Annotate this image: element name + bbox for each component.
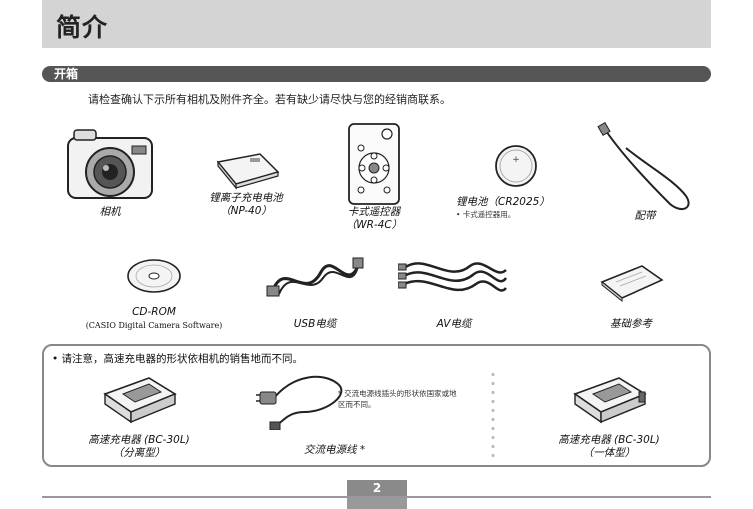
item-basic-reference-label: 基础参考	[610, 318, 652, 330]
item-cdrom-label: CD-ROM	[132, 306, 176, 318]
camera-icon	[67, 129, 153, 199]
item-remote-label: 卡式遥控器	[347, 206, 401, 218]
power-cord-footnote: * 交流电源线插头的形状依国家或地区而不同。	[338, 389, 457, 409]
item-coin-battery-note: • 卡式遥控器用。	[456, 210, 516, 219]
item-basic-reference: 基础参考	[586, 262, 676, 331]
page-number: 2	[372, 481, 382, 495]
battery-icon	[216, 153, 280, 190]
item-coin-battery: + 锂电池（CR2025） • 卡式遥控器用。	[456, 142, 576, 220]
section-bar: 开箱	[42, 66, 711, 82]
item-strap: 配带	[590, 122, 700, 223]
charger-separate: 高速充电器 (BC-30L) （分离型）	[74, 372, 204, 460]
svg-text:+: +	[512, 155, 520, 165]
charger-note-box: • 请注意，高速充电器的形状依相机的销售地而不同。 高速充电器 (BC-30L)…	[42, 344, 711, 467]
power-cord-icon	[256, 375, 343, 430]
divider-dots	[491, 370, 495, 460]
cd-icon	[127, 259, 181, 293]
item-strap-label: 配带	[634, 210, 656, 222]
item-battery: 锂离子充电电池 （NP-40）	[196, 150, 296, 218]
item-remote-model: （WR-4C）	[345, 219, 403, 231]
item-cdrom-sub: (CASIO Digital Camera Software)	[85, 321, 223, 330]
usb-cable-icon	[266, 257, 364, 297]
power-cord: * 交流电源线插头的形状依国家或地区而不同。 交流电源线 *	[244, 370, 457, 457]
item-av-cable-label: AV电缆	[436, 318, 472, 330]
strap-icon	[597, 122, 690, 211]
item-battery-model: （NP-40）	[220, 205, 272, 217]
charger-integrated-icon	[573, 377, 647, 424]
intro-text: 请检查确认下示所有相机及附件齐全。若有缺少请尽快与您的经销商联系。	[88, 93, 451, 106]
charger-integrated-label: 高速充电器 (BC-30L)	[558, 434, 660, 446]
booklet-icon	[600, 265, 664, 302]
charger-icon	[103, 377, 177, 424]
item-coin-battery-label: 锂电池（CR2025）	[456, 196, 550, 208]
page-title: 简介	[56, 13, 109, 42]
charger-note: • 请注意，高速充电器的形状依相机的销售地而不同。	[52, 353, 304, 365]
item-cdrom: CD-ROM (CASIO Digital Camera Software)	[74, 256, 234, 332]
header-band: 简介	[42, 0, 711, 48]
power-cord-label: 交流电源线 *	[304, 444, 366, 456]
charger-integrated-type: （一体型）	[582, 447, 636, 459]
charger-separate-type: （分离型）	[112, 447, 166, 459]
item-camera-label: 相机	[99, 206, 121, 218]
item-usb-cable-label: USB电缆	[293, 318, 337, 330]
item-camera: 相机	[62, 124, 158, 219]
item-av-cable: AV电缆	[394, 250, 514, 331]
remote-icon	[348, 123, 400, 205]
charger-separate-label: 高速充电器 (BC-30L)	[88, 434, 190, 446]
item-battery-label: 锂离子充电电池	[209, 192, 283, 204]
av-cable-icon	[398, 262, 508, 292]
item-usb-cable: USB电缆	[262, 250, 368, 331]
section-title: 开箱	[54, 67, 79, 81]
coin-battery-icon: +	[495, 145, 537, 187]
charger-integrated: 高速充电器 (BC-30L) （一体型）	[544, 372, 674, 460]
page-number-box: 2	[347, 480, 407, 509]
item-remote: 卡式遥控器 （WR-4C）	[334, 122, 414, 232]
